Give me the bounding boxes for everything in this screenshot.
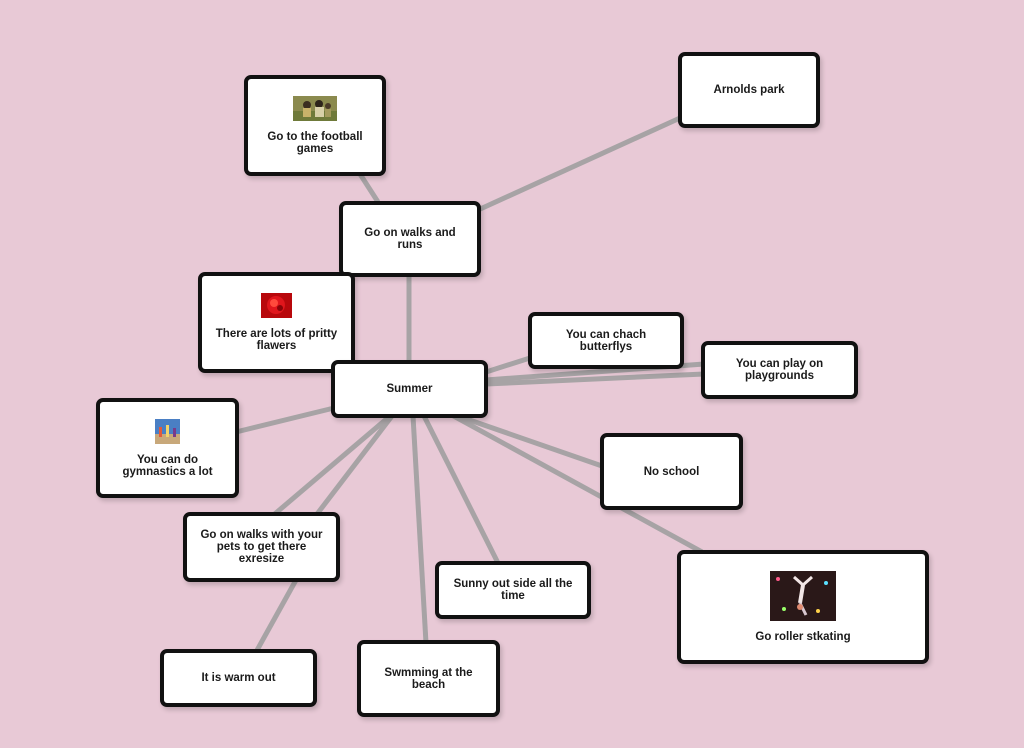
node-football-games[interactable]: Go to the football games <box>244 75 386 176</box>
node-sunny[interactable]: Sunny out side all the time <box>435 561 591 619</box>
node-label: Go on walks with your pets to get there … <box>200 529 323 565</box>
link-summer-playgrounds-a <box>485 371 705 387</box>
node-butterflys[interactable]: You can chach butterflys <box>528 312 684 369</box>
node-arnolds-park[interactable]: Arnolds park <box>678 52 820 128</box>
node-label: There are lots of pritty flawers <box>215 328 338 352</box>
node-playgrounds[interactable]: You can play on playgrounds <box>701 341 858 399</box>
node-beach[interactable]: Swmming at the beach <box>357 640 500 717</box>
node-summer[interactable]: Summer <box>331 360 488 418</box>
node-flowers[interactable]: There are lots of pritty flawers <box>198 272 355 373</box>
node-label: You can do gymnastics a lot <box>122 453 213 478</box>
node-label: Arnolds park <box>713 84 785 96</box>
link-summer-noschool <box>457 413 603 469</box>
link-summer-pets-b <box>312 414 394 520</box>
node-gymnastics[interactable]: You can do gymnastics a lot <box>96 398 239 498</box>
node-label: You can chach butterflys <box>565 328 647 353</box>
node-warm[interactable]: It is warm out <box>160 649 317 707</box>
node-label: Sunny out side all the time <box>453 578 573 602</box>
node-label: Go on walks and runs <box>364 227 456 251</box>
node-walks-runs[interactable]: Go on walks and runs <box>339 201 481 277</box>
node-label: Swmming at the beach <box>384 666 473 691</box>
link-summer-gymnastics <box>235 405 335 435</box>
link-summer-pets-a <box>268 414 392 520</box>
node-label: You can play on playgrounds <box>735 358 824 382</box>
football-players-photo <box>293 96 337 121</box>
link-summer-sunny <box>421 414 501 565</box>
link-summer-beach <box>410 415 429 644</box>
red-flower-photo <box>261 293 292 318</box>
node-label: It is warm out <box>201 672 276 684</box>
node-roller-skating[interactable]: Go roller stkating <box>677 550 929 664</box>
node-label: No school <box>643 465 700 478</box>
node-label: Go roller stkating <box>755 631 851 643</box>
link-pets-warm <box>253 578 299 654</box>
node-label: Summer <box>386 383 433 395</box>
link-walks-arnolds <box>476 115 682 213</box>
roller-skater-photo <box>770 571 836 621</box>
link-walks-football <box>357 172 381 204</box>
node-label: Go to the football games <box>267 131 363 155</box>
link-summer-butterflys <box>485 355 531 375</box>
gymnastics-photo <box>155 418 180 444</box>
node-pets[interactable]: Go on walks with your pets to get there … <box>183 512 340 582</box>
node-no-school[interactable]: No school <box>600 433 743 510</box>
link-summer-roller <box>448 411 704 555</box>
